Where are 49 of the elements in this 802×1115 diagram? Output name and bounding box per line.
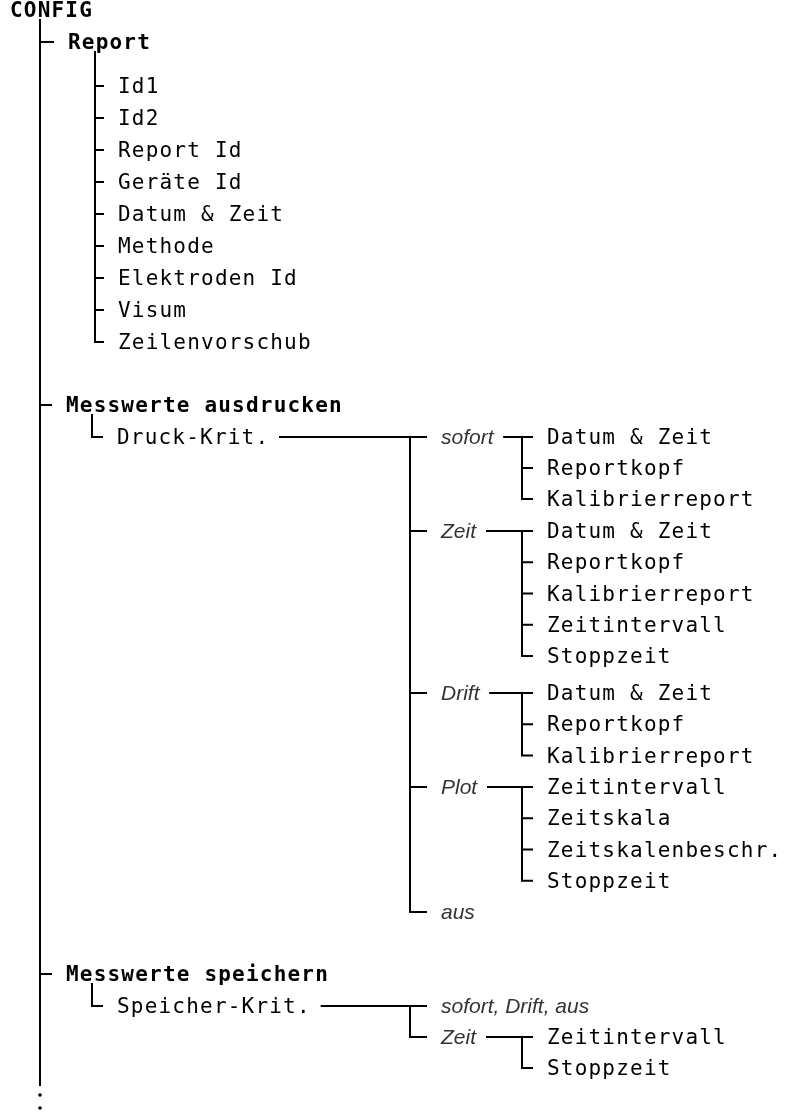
menu-item: Id1 [104,71,160,101]
menu-item: Visum [104,295,188,325]
menu-item: Elektroden Id [104,263,298,293]
section-heading: Messwerte ausdrucken [52,390,343,420]
menu-item: Stoppzeit [533,641,672,671]
menu-item: Datum & Zeit [533,516,714,546]
option-label: Plot [427,772,488,802]
tree-connector [278,436,428,913]
tree-connector [485,1036,534,1069]
menu-item: Kalibrierreport [533,484,755,514]
option-label: Zeit [427,516,486,546]
section-heading: Messwerte speichern [52,959,330,989]
menu-item: Methode [104,231,215,261]
tree-connector [319,1005,428,1038]
tree-connector [91,413,104,438]
menu-item: Druck-Krit. [103,422,280,452]
option-label: Zeit [427,1022,486,1052]
menu-item: Reportkopf [533,709,686,740]
menu-item: Zeitintervall [533,772,727,802]
menu-item: Zeitskala [533,803,672,834]
menu-item: Zeitintervall [533,1022,727,1052]
tree-connector [502,436,534,500]
option-label: aus [427,897,485,927]
menu-item: Datum & Zeit [533,422,714,452]
menu-item: Reportkopf [533,453,686,483]
menu-item: Report Id [104,135,243,165]
menu-item: Geräte Id [104,167,243,197]
tree-connector [91,982,104,1007]
menu-item: Stoppzeit [533,1053,672,1083]
menu-item: Kalibrierreport [533,740,755,771]
menu-item: Id2 [104,103,160,133]
menu-item: Datum & Zeit [533,678,714,708]
menu-item: Stoppzeit [533,865,672,896]
root-heading: CONFIG [0,0,94,25]
menu-item: Kalibrierreport [533,578,755,609]
option-label: sofort [427,422,504,452]
section-heading: Report [54,27,152,57]
menu-item: Speicher-Krit. [103,991,321,1021]
tree-connector [39,18,53,975]
option-label: Drift [427,678,490,708]
menu-item: Datum & Zeit [104,199,285,229]
tree-connector [486,786,534,882]
menu-item: Reportkopf [533,547,686,578]
tree-connector [485,530,534,657]
tree-connector [488,692,534,757]
menu-item: Zeitskalenbeschr. [533,834,783,865]
option-label: sofort, Drift, aus [427,991,600,1021]
menu-item: Zeitintervall [533,609,727,640]
menu-item: Zeilenvorschub [104,327,312,357]
